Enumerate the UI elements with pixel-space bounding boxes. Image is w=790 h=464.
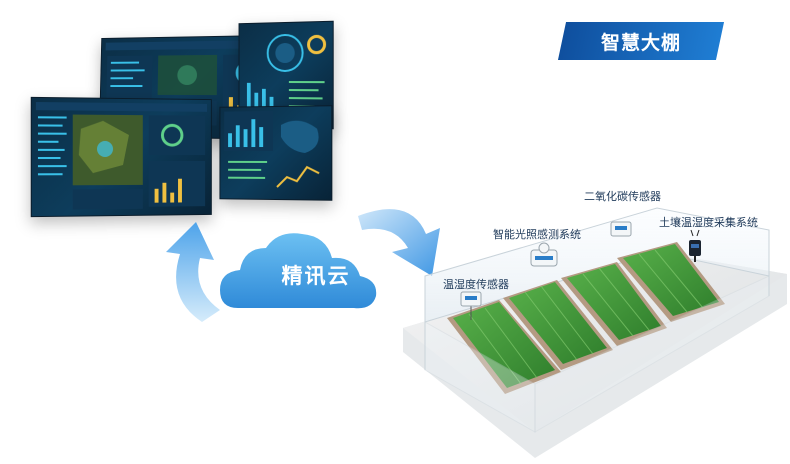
- dashboard-screens: [30, 18, 340, 218]
- upload-arrow-icon: [166, 222, 220, 322]
- sync-arrow-icon: [358, 209, 440, 276]
- co2-sensor-icon: [610, 221, 632, 237]
- temp-humidity-sensor-label: 温湿度传感器: [443, 278, 509, 291]
- dashboard-screen-front-left: [30, 96, 212, 218]
- soil-sensor-icon: [689, 229, 701, 262]
- dashboard-screen-front-right: [219, 105, 333, 201]
- temp-humidity-sensor-icon: [460, 291, 482, 320]
- light-sensor-icon: [530, 242, 558, 267]
- light-sensor-label: 智能光照感测系统: [493, 228, 581, 241]
- cloud-icon: [220, 233, 377, 309]
- title-badge: 智慧大棚: [600, 31, 681, 54]
- co2-sensor-label: 二氧化碳传感器: [584, 190, 661, 203]
- soil-sensor-label: 土壤温湿度采集系统: [659, 216, 758, 229]
- cloud-label: 精讯云: [281, 264, 351, 288]
- greenhouse-illustration: [403, 207, 787, 458]
- cloud-diagram: [166, 209, 440, 322]
- plant-beds: [447, 242, 725, 394]
